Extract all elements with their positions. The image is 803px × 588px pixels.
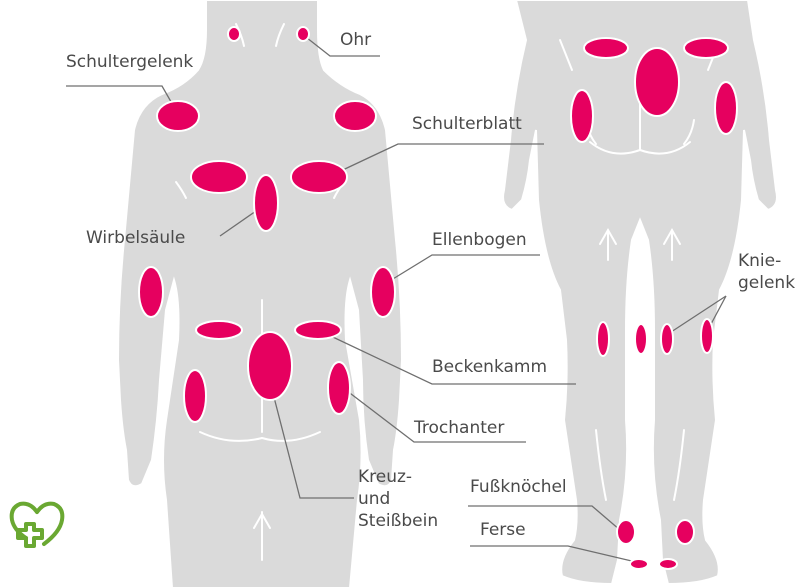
- marker-schulterblatt-left: [191, 161, 247, 193]
- marker-fusskn-right: [676, 520, 694, 544]
- marker-trochanter-left: [184, 370, 206, 422]
- label-ellenbogen: Ellenbogen: [432, 230, 527, 251]
- marker-wirbelsaeule: [254, 175, 278, 231]
- label-schulterblatt: Schulterblatt: [412, 114, 522, 135]
- marker-knie-left-inner: [635, 324, 647, 354]
- marker-trochanter-right: [328, 362, 350, 414]
- heart-cross-logo-icon: [8, 500, 66, 552]
- marker-knie-right-outer: [701, 319, 713, 353]
- marker-ferse-left: [630, 559, 648, 569]
- marker-knie-right-inner: [661, 324, 673, 354]
- marker-schultergelenk-left: [157, 101, 199, 131]
- marker-fusskn-left: [617, 520, 635, 544]
- label-schultergelenk: Schultergelenk: [66, 52, 193, 73]
- marker-beckenkamm-right: [295, 321, 341, 339]
- marker-kreuzbein: [248, 332, 292, 400]
- label-trochanter: Trochanter: [414, 418, 504, 439]
- label-fussknoechel: Fußknöchel: [470, 477, 567, 498]
- marker-ferse-right: [659, 559, 677, 569]
- marker-ohr-right: [297, 27, 309, 41]
- marker-hip-top-right: [684, 38, 728, 58]
- marker-hip-side-right: [715, 82, 737, 134]
- marker-hip-side-left: [571, 90, 593, 142]
- marker-hip-top-left: [584, 38, 628, 58]
- label-kreuz-steissbein: Kreuz- und Steißbein: [358, 466, 438, 532]
- marker-schultergelenk-right: [334, 101, 376, 131]
- marker-ohr-left: [228, 27, 240, 41]
- marker-knie-left-outer: [597, 322, 609, 356]
- label-ohr: Ohr: [340, 30, 371, 51]
- label-kniegelenk: Knie- gelenk: [738, 250, 795, 294]
- leader-ellenbogen: [388, 255, 540, 282]
- marker-ellenbogen-right: [371, 267, 395, 317]
- marker-beckenkamm-left: [196, 321, 242, 339]
- label-beckenkamm: Beckenkamm: [432, 357, 547, 378]
- label-wirbelsaeule: Wirbelsäule: [86, 228, 185, 249]
- label-ferse: Ferse: [480, 520, 526, 541]
- marker-schulterblatt-right: [291, 161, 347, 193]
- marker-ellenbogen-left: [139, 267, 163, 317]
- marker-sacrum: [635, 48, 679, 116]
